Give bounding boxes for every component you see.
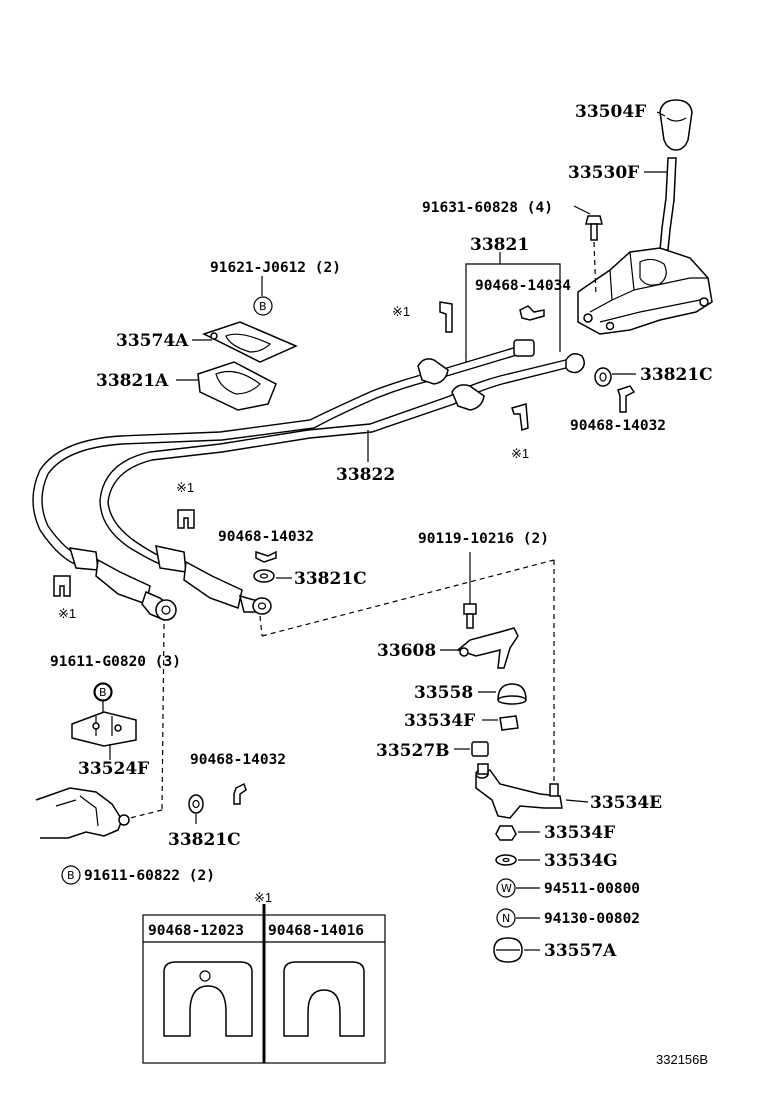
lever-33534E-drawing (475, 763, 563, 819)
label-91611-60822: 91611-60822 (2) (84, 868, 215, 884)
inset-clip-table (142, 904, 386, 1064)
lever-33608-drawing (456, 627, 519, 669)
clip-90468-14032-low-drawing (233, 782, 247, 805)
marker-b-mid: B (99, 686, 107, 699)
clip-90468-14034-drawing (519, 305, 545, 321)
marker-b-low: B (67, 869, 75, 882)
label-33822: 33822 (336, 465, 395, 485)
label-33608: 33608 (377, 641, 436, 661)
label-91611-G0820: 91611-G0820 (3) (50, 654, 181, 670)
label-33558: 33558 (414, 683, 473, 703)
grommet-33821C-top-drawing (594, 367, 612, 387)
clip-note-top-drawing (439, 301, 453, 333)
label-33821C-top: 33821C (640, 365, 713, 385)
marker-w: W (501, 882, 512, 895)
bushing-33558-drawing (497, 683, 527, 705)
marker-n: N (502, 912, 510, 925)
label-33534G: 33534G (544, 851, 618, 871)
label-90119-10216: 90119-10216 (2) (418, 531, 549, 547)
label-91631-60828: 91631-60828 (4) (422, 200, 553, 216)
grommet-33821C-mid-drawing (253, 569, 275, 583)
note-ref-2: ※1 (511, 446, 529, 461)
label-94511-00800: 94511-00800 (544, 881, 640, 897)
bolt-91631-drawing (585, 215, 603, 241)
label-33524F: 33524F (78, 759, 149, 779)
cable-33822-boot-drawing (451, 353, 585, 411)
inset-col1-label: 90468-12023 (148, 923, 244, 939)
marker-b-top: B (259, 300, 267, 313)
plate-33821A-drawing (197, 361, 277, 411)
label-33821C-low: 33821C (168, 830, 241, 850)
label-90468-14032-top: 90468-14032 (570, 418, 666, 434)
clip-90468-14032-top-drawing (617, 385, 636, 413)
label-94130-00802: 94130-00802 (544, 911, 640, 927)
clip-note-mid-drawing (511, 403, 529, 432)
label-33821A: 33821A (96, 371, 169, 391)
shift-lever-housing-drawing (577, 247, 713, 335)
label-33821C-mid: 33821C (294, 569, 367, 589)
label-33534F-a: 33534F (404, 711, 475, 731)
label-33534F-b: 33534F (544, 823, 615, 843)
transmission-shaft-drawing (35, 787, 130, 839)
plate-33574A-drawing (202, 321, 298, 363)
label-90468-14032-mid: 90468-14032 (218, 529, 314, 545)
shift-knob-drawing (659, 99, 693, 151)
bolt-90119-drawing (463, 603, 477, 629)
note-ref-4: ※1 (58, 606, 76, 621)
block-33527B-drawing (471, 741, 489, 757)
bushing-33557A-drawing (493, 937, 523, 963)
grommet-33821C-low-drawing (188, 794, 204, 814)
clip-90468-14032-mid-drawing (255, 550, 277, 563)
clip-note-left-low-drawing (53, 575, 71, 597)
label-33527B: 33527B (376, 741, 450, 761)
label-91621-J0612: 91621-J0612 (2) (210, 260, 341, 276)
note-ref-1: ※1 (392, 304, 410, 319)
cable-end-right-drawing (155, 545, 272, 615)
inset-note: ※1 (254, 890, 272, 905)
cable-end-left-drawing (68, 547, 177, 621)
label-33530F: 33530F (568, 163, 639, 183)
washer-33534G-drawing (495, 854, 517, 866)
inset-col2-label: 90468-14016 (268, 923, 364, 939)
nut-33534F-a-drawing (499, 715, 519, 731)
label-33574A: 33574A (116, 331, 189, 351)
figure-id: 332156B (656, 1052, 708, 1067)
label-33821: 33821 (470, 235, 529, 255)
nut-33534F-b-drawing (495, 825, 517, 841)
label-33557A: 33557A (544, 941, 617, 961)
note-ref-3: ※1 (176, 480, 194, 495)
bracket-33524F-drawing (71, 711, 137, 747)
cable-33821-boot-drawing (417, 339, 535, 385)
label-33504F: 33504F (575, 102, 646, 122)
label-90468-14032-low: 90468-14032 (190, 752, 286, 768)
clip-note-left-mid-drawing (177, 509, 195, 529)
label-90468-14034: 90468-14034 (475, 278, 571, 294)
label-33534E: 33534E (590, 793, 662, 813)
